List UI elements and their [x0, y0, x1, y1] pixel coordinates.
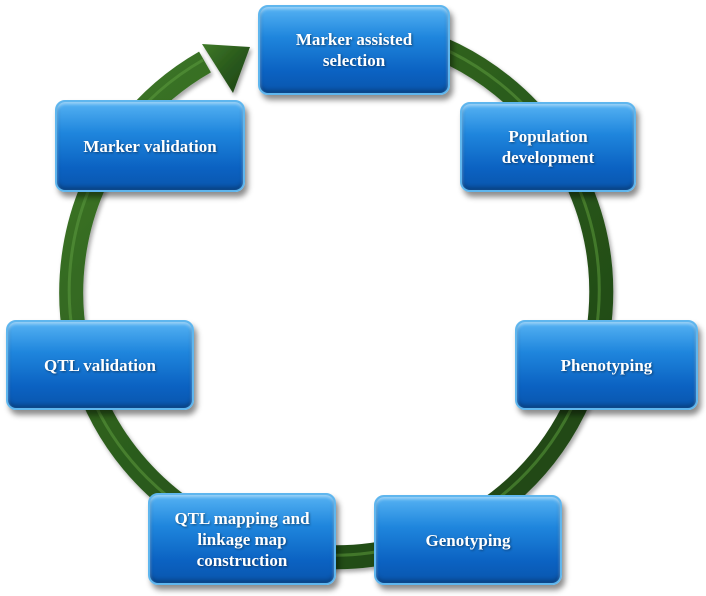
step-label: Genotyping	[425, 530, 511, 550]
step-qtl-mapping: QTL mapping and linkage map construction	[148, 493, 336, 585]
step-phenotyping: Phenotyping	[515, 320, 698, 410]
step-qtl-validation: QTL validation	[6, 320, 194, 410]
step-label: Marker assisted selection	[295, 30, 413, 70]
cycle-arrowhead	[202, 44, 250, 93]
step-label: QTL validation	[44, 355, 156, 375]
step-genotyping: Genotyping	[374, 495, 562, 585]
step-label: Phenotyping	[560, 355, 653, 375]
step-marker-validation: Marker validation	[55, 100, 245, 192]
step-label: QTL mapping and linkage map construction	[174, 508, 310, 570]
step-label: Marker validation	[83, 136, 217, 156]
step-population-development: Population development	[460, 102, 636, 192]
step-label: Population development	[501, 127, 595, 167]
step-marker-assisted-selection: Marker assisted selection	[258, 5, 450, 95]
